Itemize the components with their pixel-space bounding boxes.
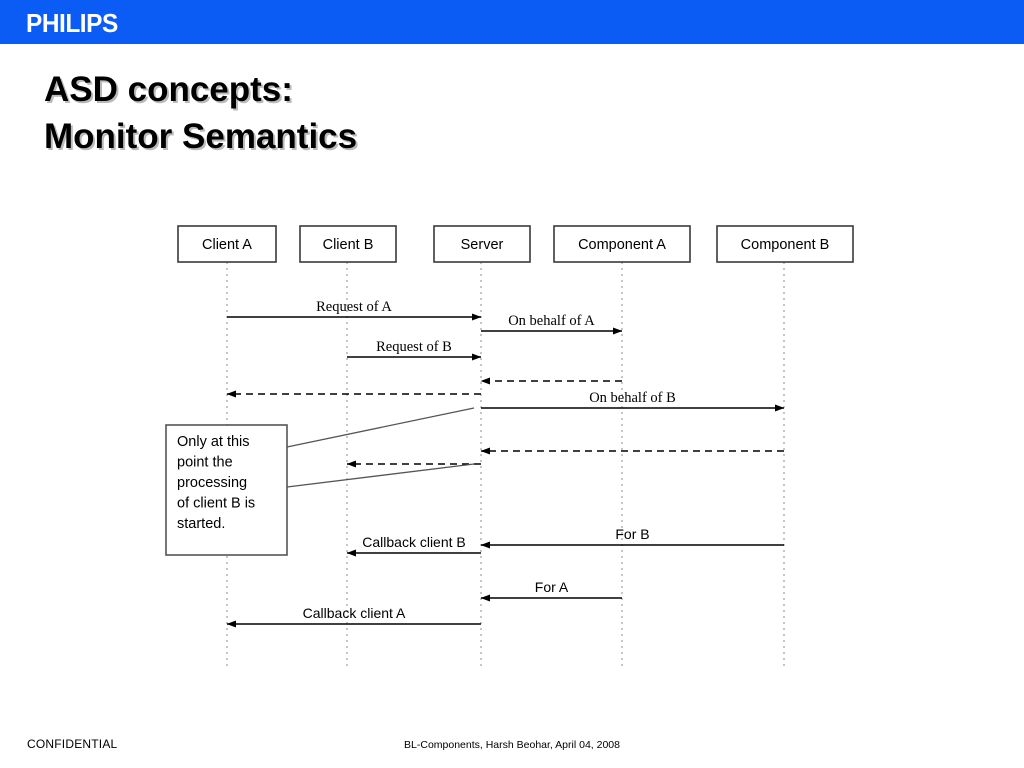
lifeline-box-component-b[interactable] (716, 225, 854, 263)
message-for-a[interactable]: For A (480, 579, 622, 602)
lifeline-label-component-a: Component A (578, 237, 666, 253)
message-request-of-b[interactable]: Request of B (347, 339, 482, 361)
footer-confidential-label: CONFIDENTIAL (27, 737, 118, 751)
message-for-b[interactable]: For B (480, 526, 784, 549)
message-label-callback-client-b: Callback client B (362, 534, 466, 550)
lifeline-label-component-b: Component B (741, 237, 830, 253)
philips-wordmark: PHILIPS (26, 8, 118, 38)
message-label-request-of-b: Request of B (376, 339, 452, 355)
lifeline-client-b: Client B (299, 225, 397, 666)
message-label-for-b: For B (615, 526, 649, 542)
lifeline-component-a: Component A (553, 225, 691, 666)
note-text-line-4: of client B is (177, 496, 255, 512)
message-label-on-behalf-of-a: On behalf of A (508, 313, 595, 329)
note-text-line-1: Only at this (177, 434, 250, 450)
lifeline-box-client-b[interactable] (299, 225, 397, 263)
message-on-behalf-of-b[interactable]: On behalf of B (481, 390, 785, 412)
message-label-request-of-a: Request of A (316, 299, 392, 315)
note-text-line-5: started. (177, 516, 225, 532)
lifeline-client-a: Client A (177, 225, 277, 666)
message-on-behalf-of-a[interactable]: On behalf of A (481, 313, 623, 335)
note-leader-2 (286, 463, 475, 488)
note-text-line-3: processing (177, 475, 247, 491)
lifelines-layer: Client A Client B Server Component A Compone… (177, 225, 854, 666)
lifeline-label-server: Server (461, 237, 504, 253)
lifeline-box-component-a[interactable] (553, 225, 691, 263)
lifeline-component-b: Component B (716, 225, 854, 666)
message-request-of-a[interactable]: Request of A (227, 299, 482, 321)
note-callout: Only at this point the processing of client… (165, 407, 475, 556)
message-callback-client-a[interactable]: Callback client A (226, 605, 481, 628)
message-label-callback-client-a: Callback client A (303, 605, 406, 621)
lifeline-box-client-a[interactable] (177, 225, 277, 263)
message-callback-client-b[interactable]: Callback client B (346, 534, 481, 557)
lifeline-label-client-b: Client B (323, 237, 374, 253)
footer-credit-label: BL-Components, Harsh Beohar, April 04, 2… (404, 739, 620, 751)
messages-layer: Request of A On behalf of A Request of B On… (226, 299, 785, 628)
note-text-line-2: point the (177, 455, 233, 471)
lifeline-label-client-a: Client A (202, 237, 252, 253)
lifeline-box-server[interactable] (433, 225, 531, 263)
message-label-on-behalf-of-b: On behalf of B (589, 390, 676, 406)
message-label-for-a: For A (535, 579, 569, 595)
lifeline-server: Server (433, 225, 531, 666)
note-leader-1 (286, 407, 475, 448)
page-title: ASD concepts: Monitor Semantics (44, 70, 358, 156)
philips-brand-bar: PHILIPS (0, 0, 1024, 44)
note-box[interactable] (165, 424, 288, 556)
